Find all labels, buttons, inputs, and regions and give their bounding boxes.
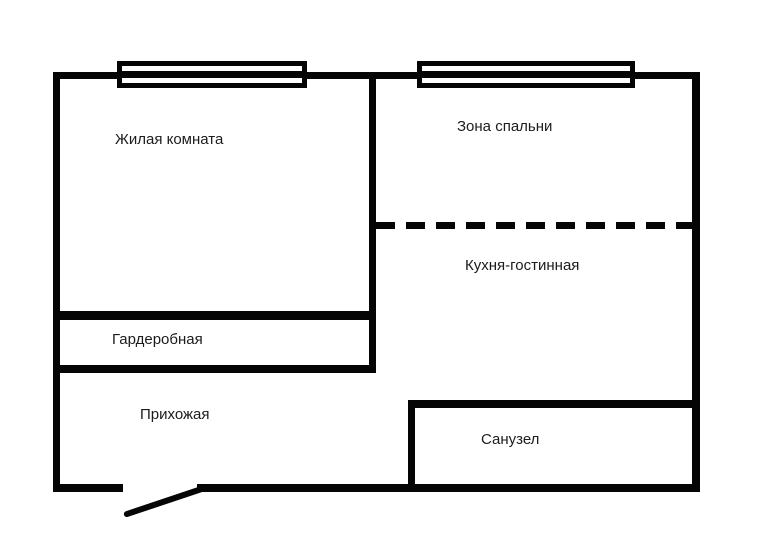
wall-outer-right: [692, 72, 700, 492]
wall-outer-bottom-left: [53, 484, 123, 492]
room-label-bathroom: Санузел: [481, 431, 540, 448]
window-pane-line: [421, 71, 631, 78]
wall-outer-top: [53, 72, 700, 79]
wall-outer-left: [53, 72, 60, 492]
window-pane-line: [121, 71, 303, 78]
entrance-door-leaf-icon: [123, 483, 211, 518]
room-label-hallway: Прихожая: [140, 406, 210, 423]
room-label-kitchen-living: Кухня-гостинная: [465, 257, 580, 274]
wall-bathroom-top: [408, 400, 700, 408]
window-icon-right: [417, 61, 635, 88]
wall-living-room-bottom: [53, 311, 376, 320]
window-icon-left: [117, 61, 307, 88]
wall-wardrobe-bottom: [53, 365, 376, 373]
wall-bathroom-left: [408, 400, 415, 492]
room-label-living-room: Жилая комната: [115, 131, 224, 148]
room-label-bedroom-zone: Зона спальни: [457, 118, 553, 135]
wall-interior-vertical: [369, 72, 376, 373]
dashed-partition-line: [376, 222, 692, 229]
wall-outer-bottom-right: [197, 484, 700, 492]
room-label-wardrobe: Гардеробная: [112, 331, 203, 348]
